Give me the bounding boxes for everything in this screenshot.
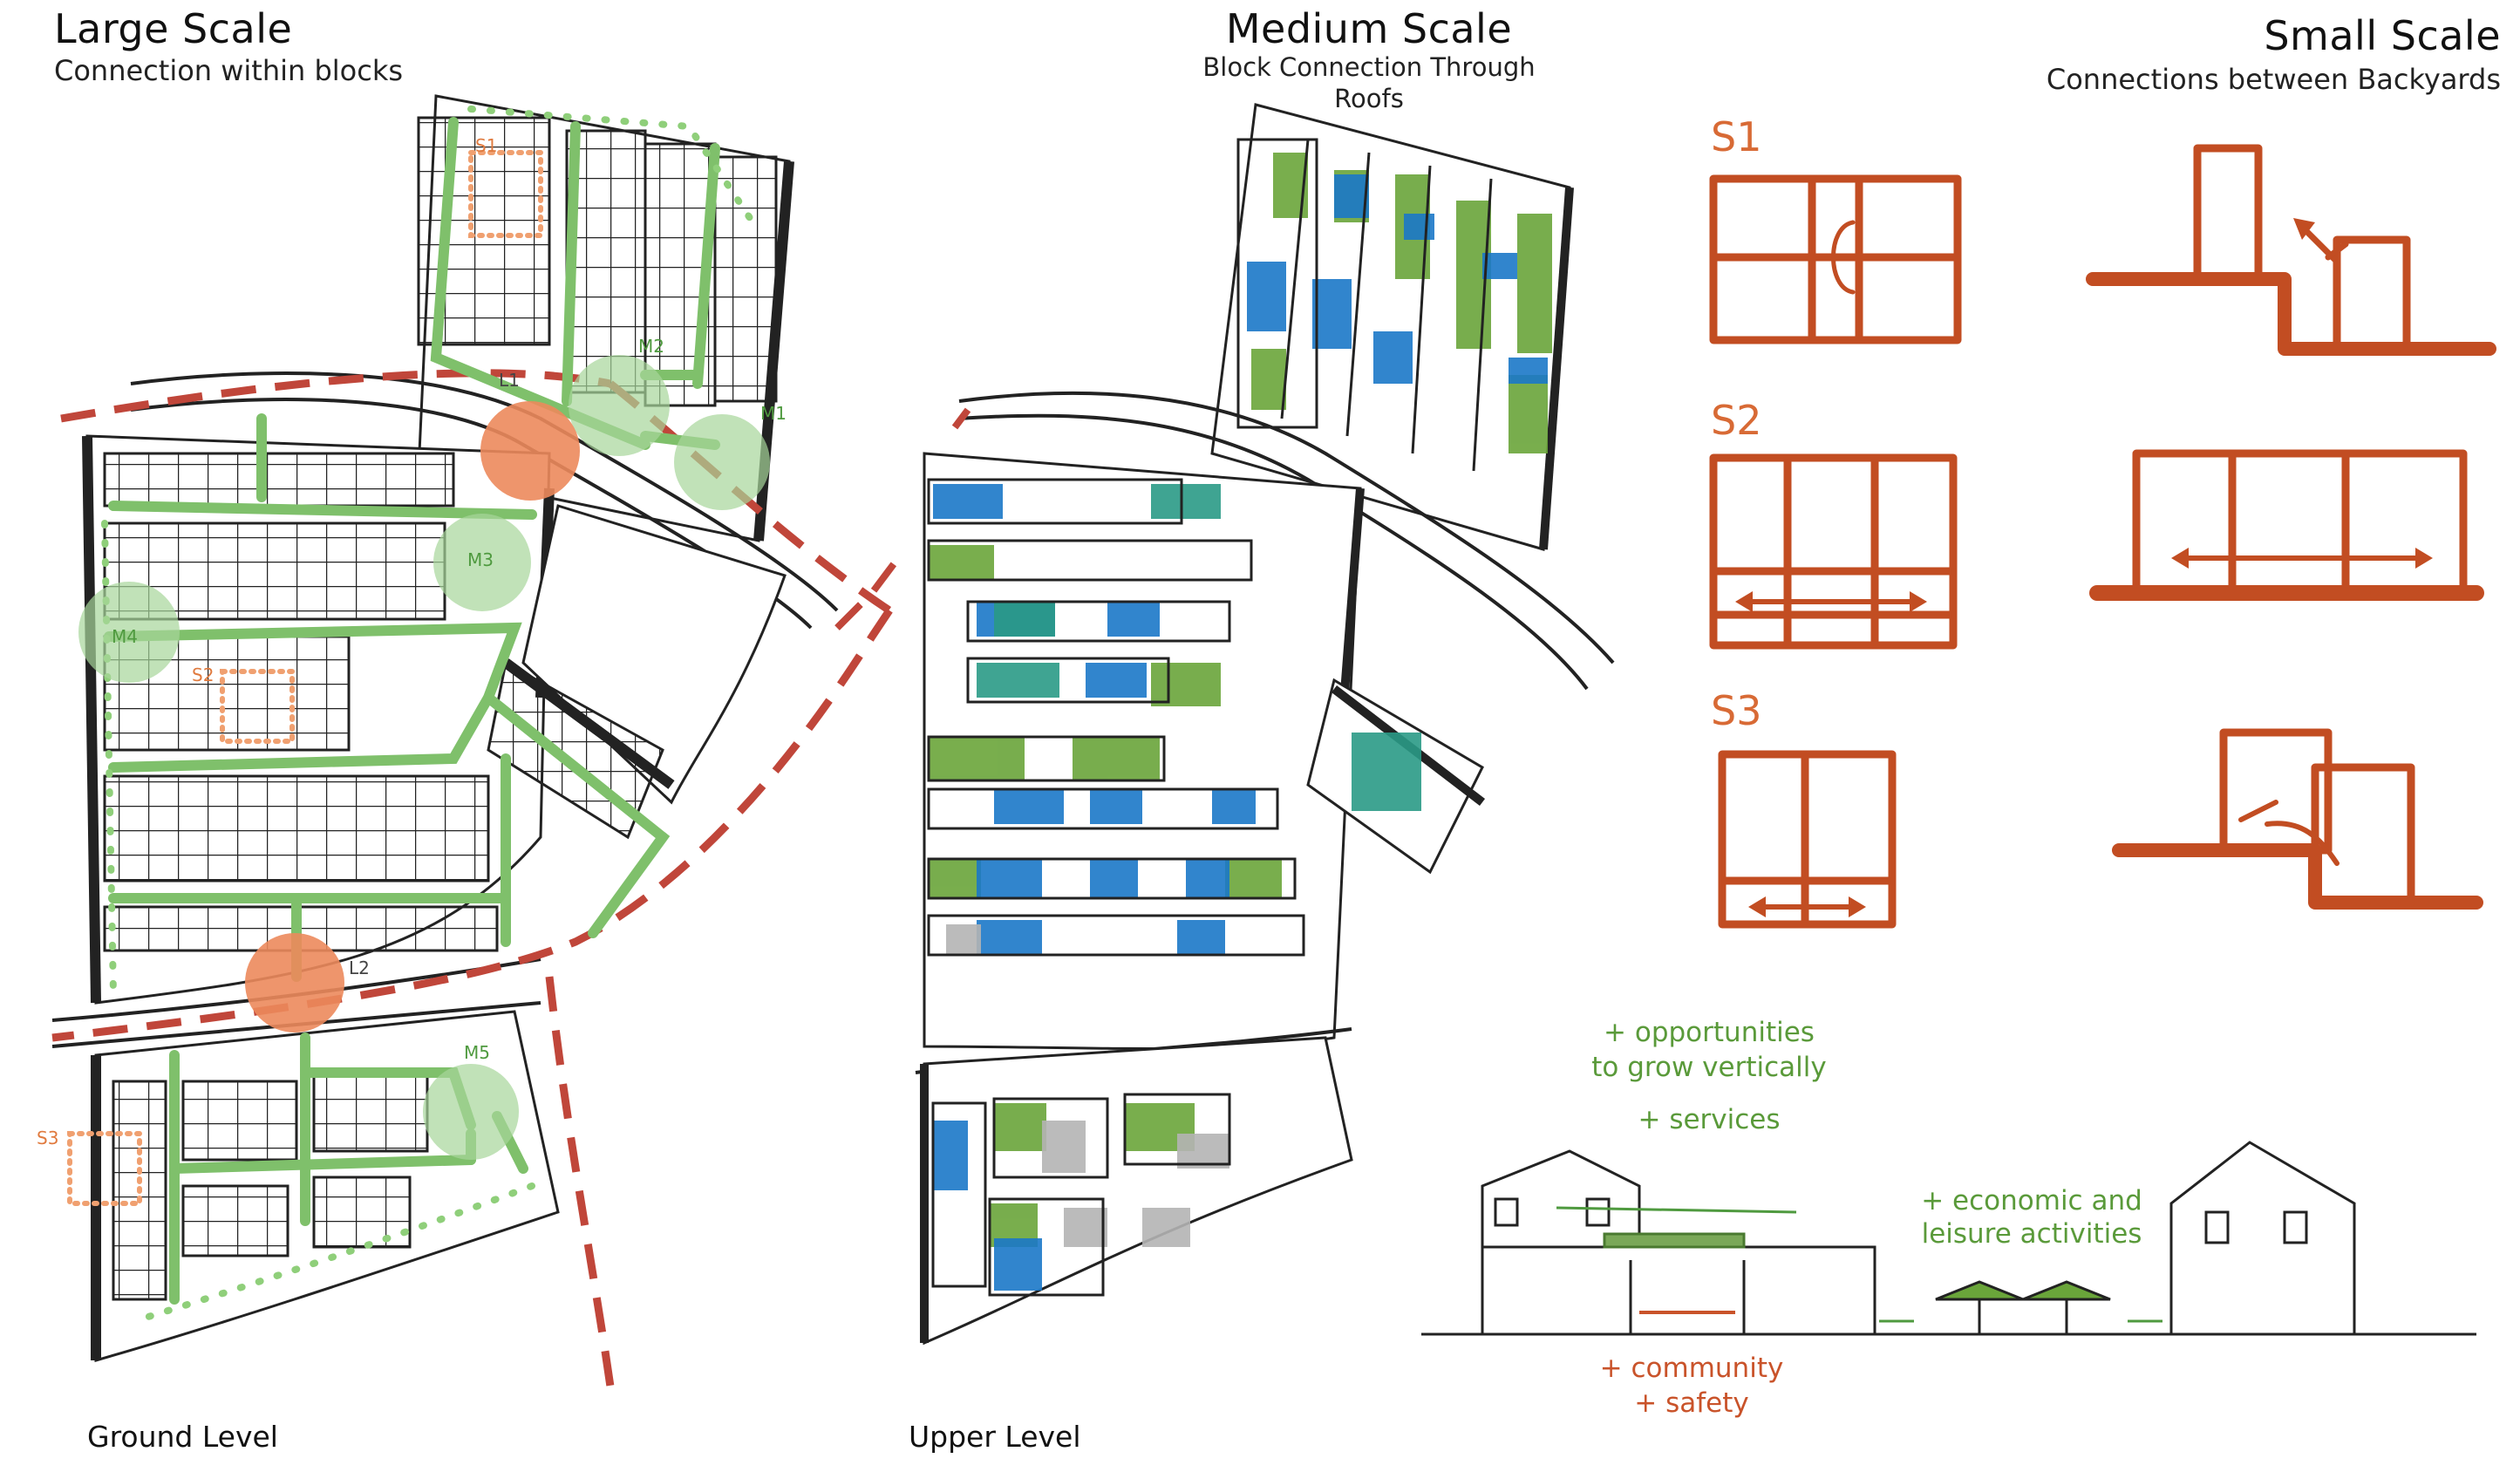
medium-scale-subtitle-1: Block Connection Through xyxy=(1202,52,1536,82)
note-safety: + safety xyxy=(1634,1387,1749,1419)
roof-gray xyxy=(946,924,1229,1247)
small-scale-s3-label: S3 xyxy=(1711,687,1762,734)
large-scale-nodes xyxy=(245,401,580,1032)
note-opportunities-1: + opportunities xyxy=(1604,1017,1815,1048)
label-m3: M3 xyxy=(467,549,494,570)
label-l2: L2 xyxy=(349,957,370,978)
note-opportunities-2: to grow vertically xyxy=(1591,1052,1827,1083)
upper-boundary-dashed xyxy=(834,407,971,630)
upper-level-grid xyxy=(927,138,1493,1297)
small-scale-title: Small Scale xyxy=(2264,12,2501,59)
ground-level-map xyxy=(51,94,839,1362)
label-m5: M5 xyxy=(464,1042,490,1063)
ground-level-label: Ground Level xyxy=(87,1420,278,1454)
section-arrows xyxy=(1556,1206,2162,1323)
roof-blue xyxy=(933,174,1548,1291)
small-scale-arrows xyxy=(1735,218,2433,917)
medium-scale-subtitle-2: Roofs xyxy=(1334,84,1404,113)
small-scale-sketches xyxy=(1709,144,2496,929)
section-sketch xyxy=(1421,1141,2476,1336)
note-services: + services xyxy=(1638,1104,1781,1135)
label-l1: L1 xyxy=(499,370,520,391)
small-scale-subtitle: Connections between Backyards xyxy=(2046,63,2501,96)
label-m2: M2 xyxy=(638,336,664,357)
small-scale-markers xyxy=(67,150,543,1206)
note-economic-1: + economic and xyxy=(1921,1185,2142,1216)
note-economic-2: leisure activities xyxy=(1921,1218,2142,1250)
small-scale-s1-label: S1 xyxy=(1711,113,1762,160)
label-m1: M1 xyxy=(760,403,787,424)
small-scale-s2-label: S2 xyxy=(1711,397,1762,444)
large-scale-subtitle: Connection within blocks xyxy=(54,54,404,87)
label-s1: S1 xyxy=(475,135,498,156)
label-s3: S3 xyxy=(37,1128,59,1148)
medium-scale-nodes xyxy=(78,355,770,1160)
note-community: + community xyxy=(1599,1353,1784,1384)
label-m4: M4 xyxy=(112,626,138,647)
medium-scale-title: Medium Scale xyxy=(1225,5,1513,52)
label-s2: S2 xyxy=(192,664,215,685)
large-scale-title: Large Scale xyxy=(54,5,293,52)
upper-level-label: Upper Level xyxy=(909,1420,1081,1454)
roof-teal xyxy=(977,484,1421,811)
